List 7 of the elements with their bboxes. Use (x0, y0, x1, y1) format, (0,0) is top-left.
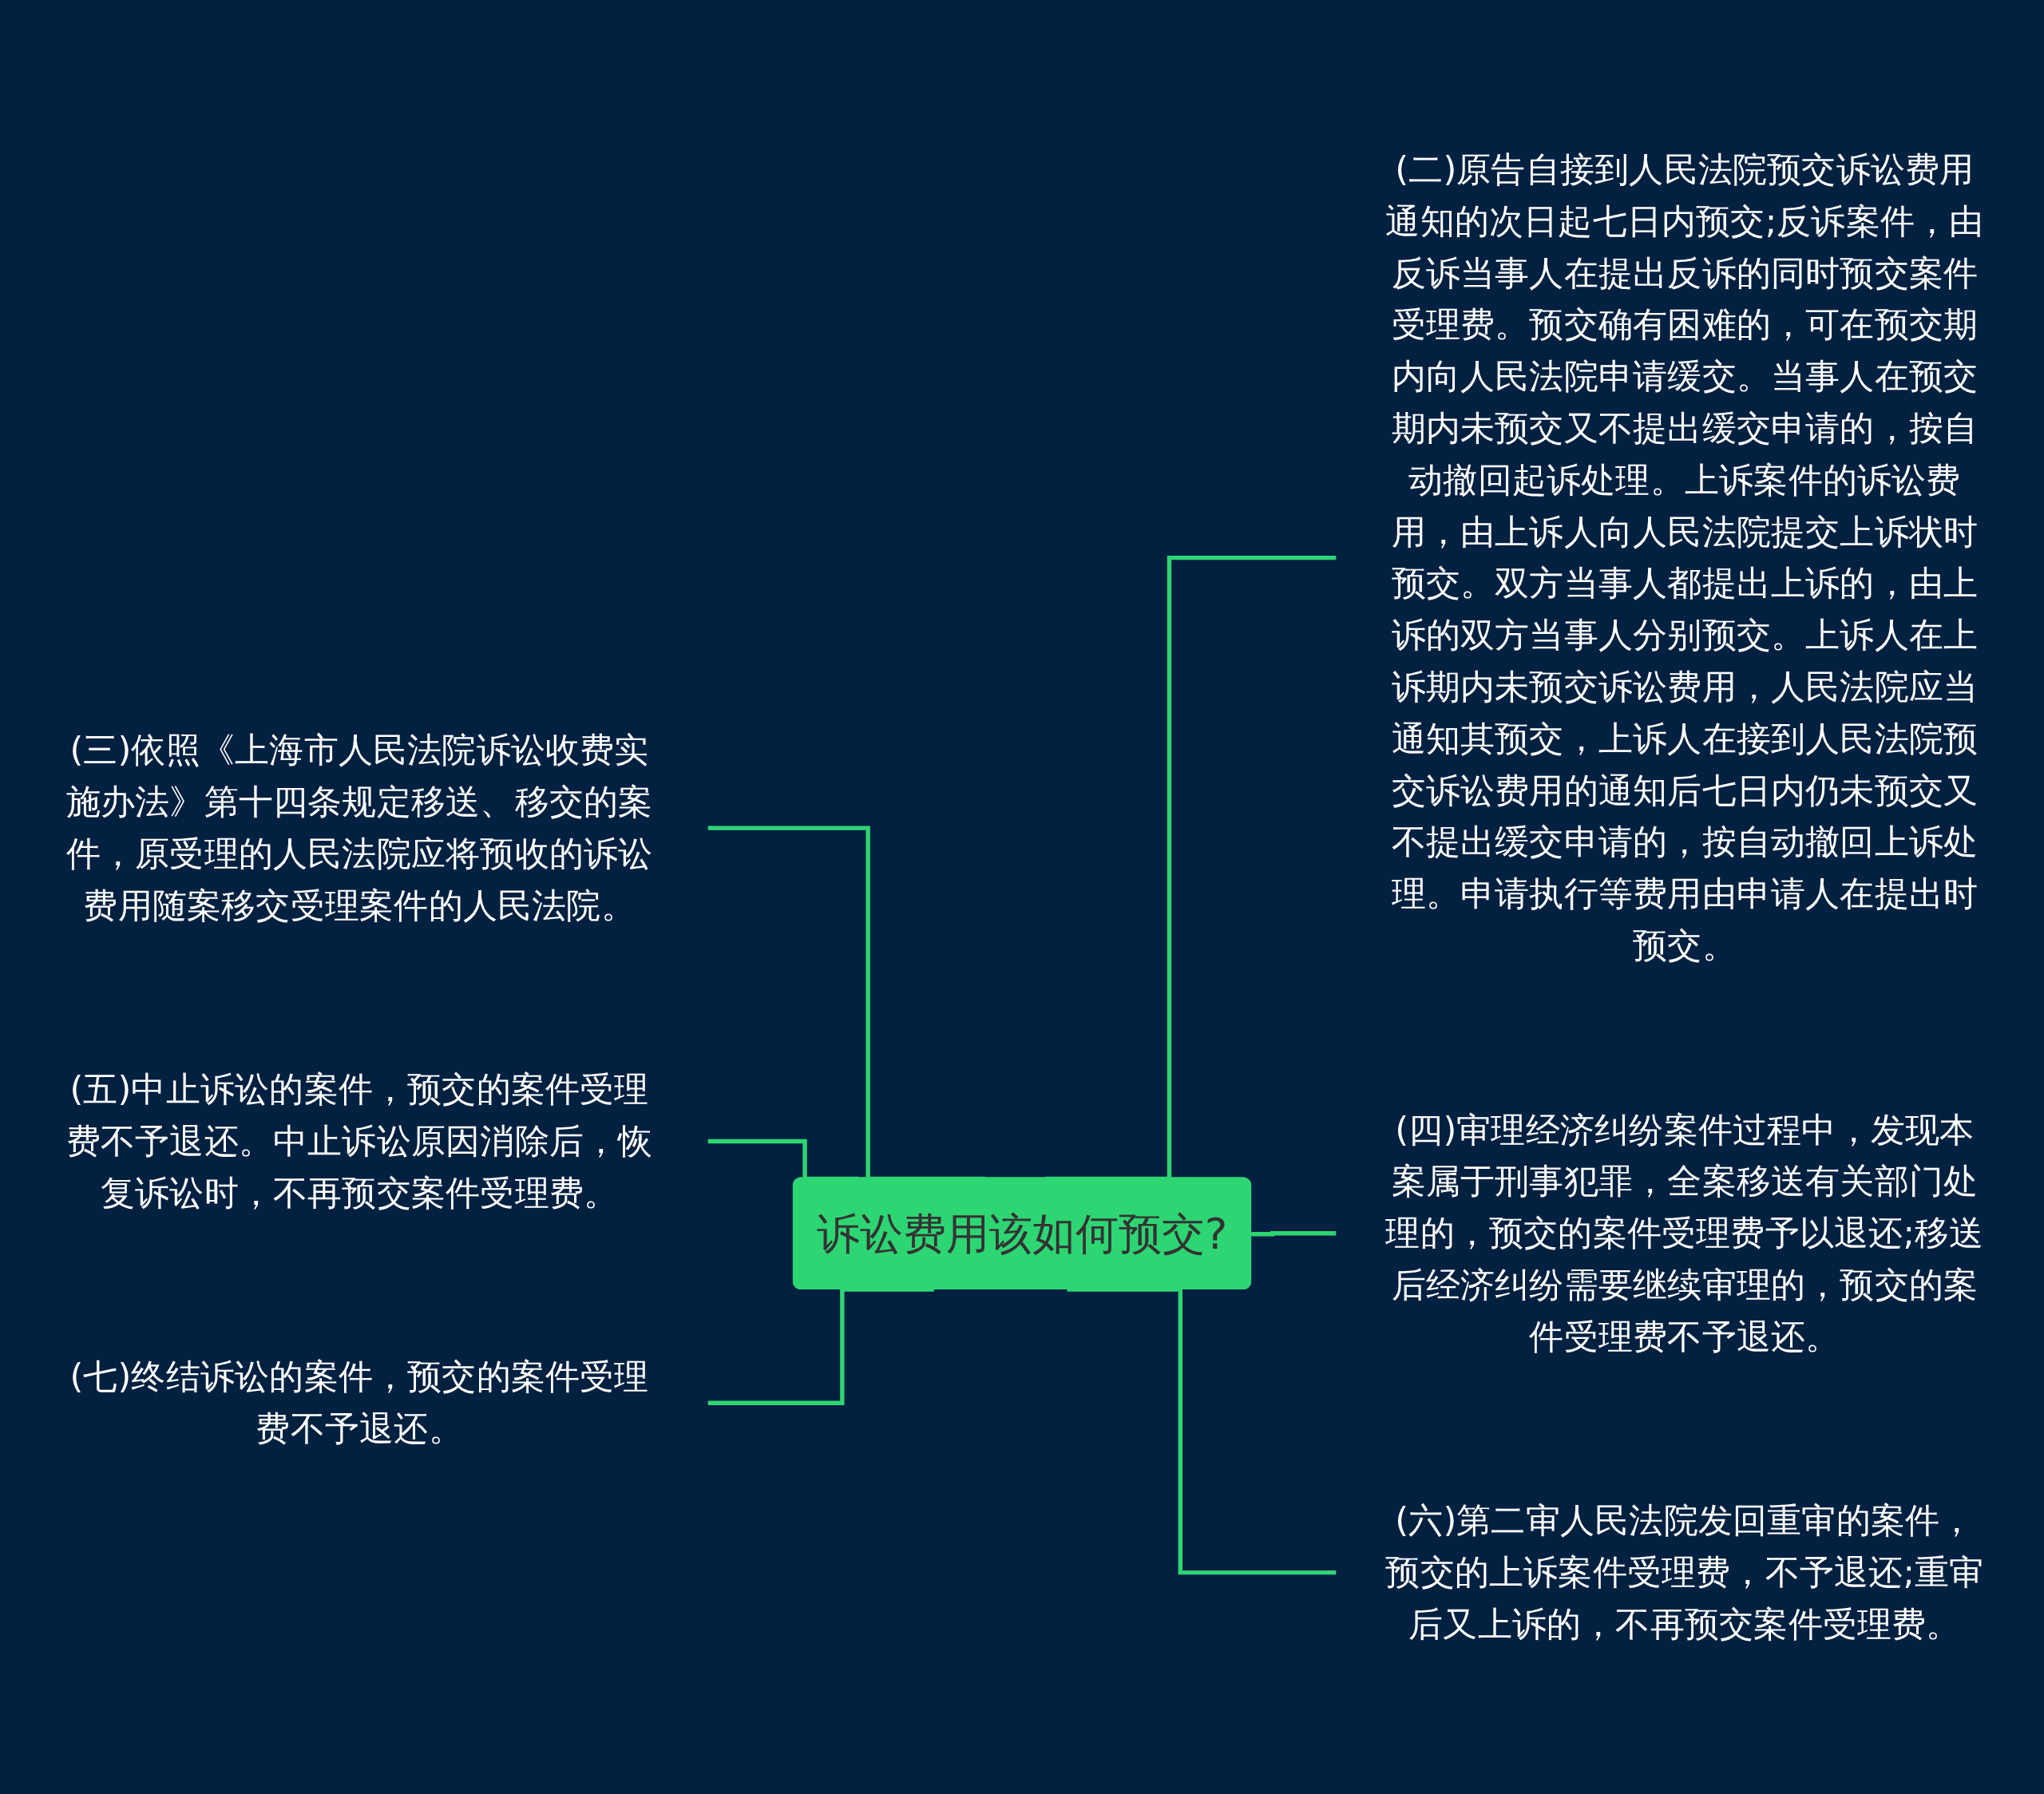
node-text: (三)依照《上海市人民法院诉讼收费实施办法》第十四条规定移送、移交的案件，原受理的人民法院应将预收的诉讼费用随案移交受理案件的人民法院。 (65, 730, 653, 926)
node-text: (四)审理经济纠纷案件过程中，发现本案属于刑事犯罪，全案移送有关部门处理的，预交的案件受理费予以退还;移送后经济纠纷需要继续审理的，预交的案件受理费不予退还。 (1385, 1109, 1984, 1357)
connector (1251, 1231, 1337, 1237)
node-text: (五)中止诉讼的案件，预交的案件受理费不予退还。中止诉讼原因消除后，恢复诉讼时，不再预交案件受理费。 (65, 1069, 653, 1214)
node-text: (二)原告自接到人民法院预交诉讼费用通知的次日起七日内预交;反诉案件，由反诉当事人在提出反诉的同时预交案件受理费。预交确有困难的，可在预交期内向人民法院申请缓交。当事人在预交期内未预交又不提出缓交申请的，按自动撤回起诉处理。上诉案件的诉讼费用，由上诉人向人民法院提交上诉状时预交。双方当事人都提出上诉的，由上诉的双方当事人分别预交。上诉人在上诉期内未预交诉讼费用，人民法院应当通知其预交，上诉人在接到人民法院预交诉讼费用的通知后七日内仍未预交又不提出缓交申请的，按自动撤回上诉处理。申请执行等费用由申请人在提出时预交。 (1385, 149, 1984, 966)
node-text: (六)第二审人民法院发回重审的案件，预交的上诉案件受理费，不予退还;重审后又上诉的，不再预交案件受理费。 (1385, 1500, 1984, 1645)
node-text: (七)终结诉讼的案件，预交的案件受理费不予退还。 (69, 1356, 649, 1449)
